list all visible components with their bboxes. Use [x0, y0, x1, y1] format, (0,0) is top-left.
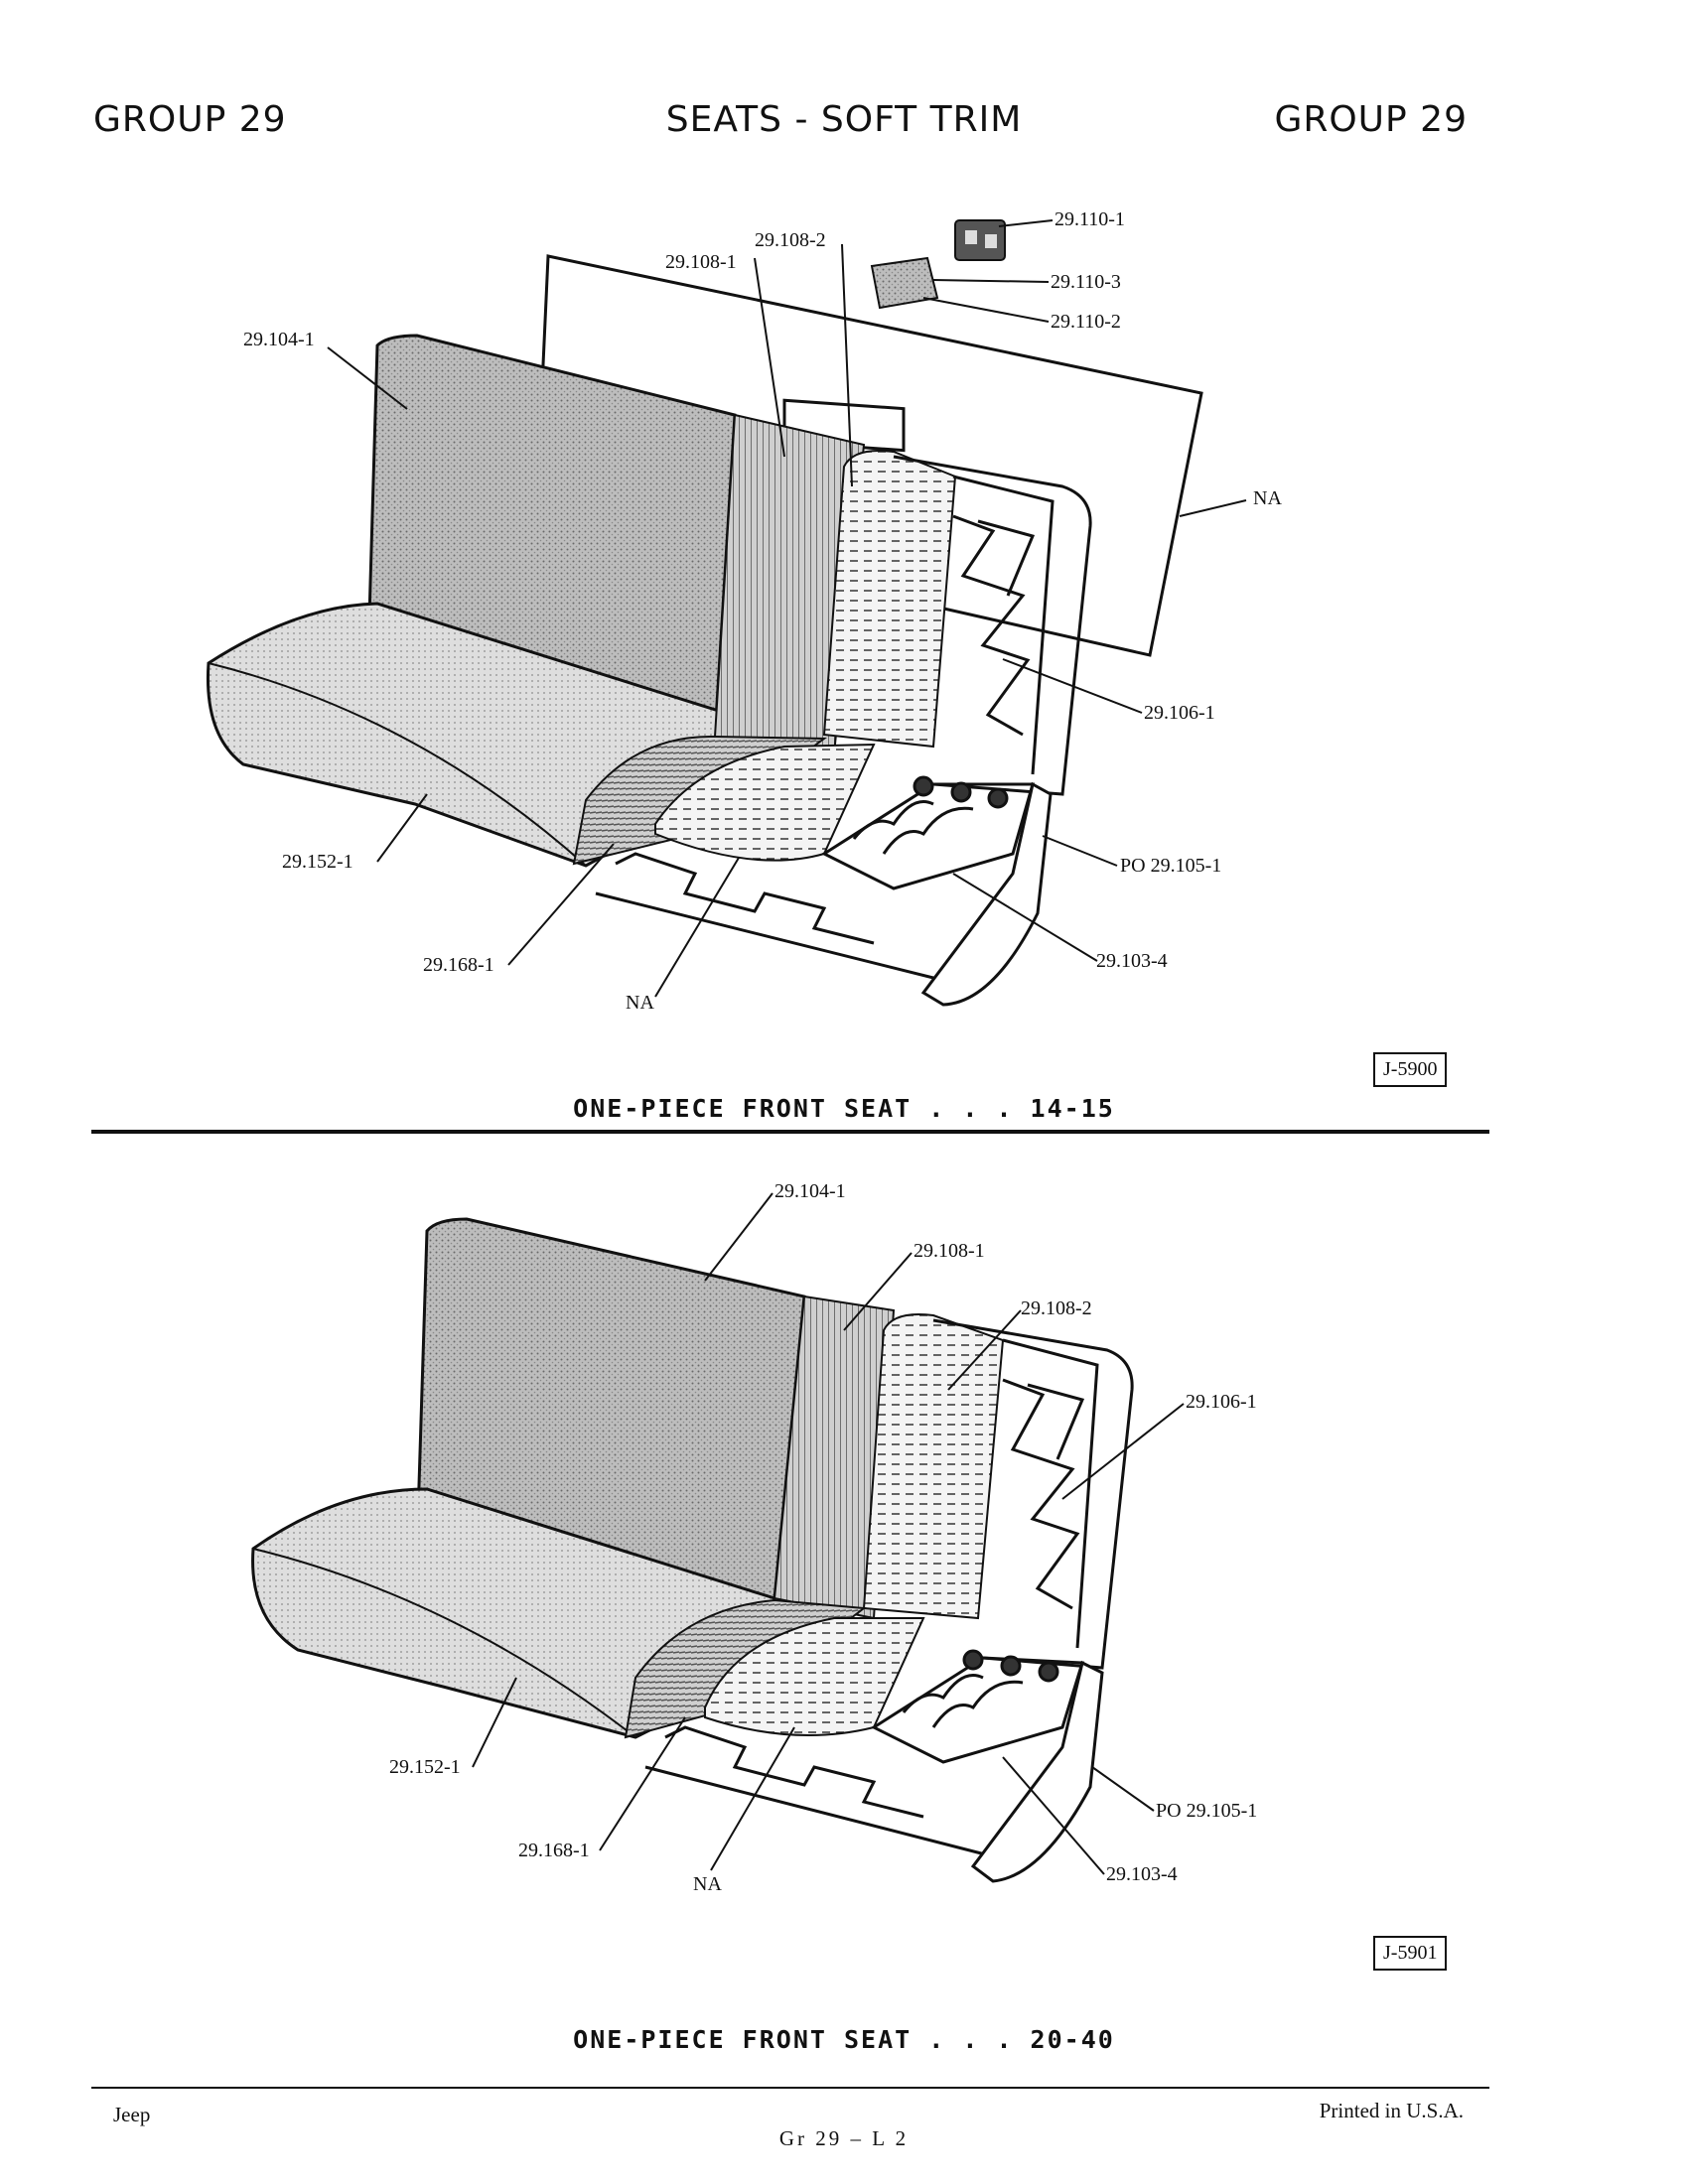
label-29-106-1: 29.106-1: [1144, 702, 1215, 724]
label-29-168-1: 29.168-1: [423, 954, 494, 976]
label-29-105-1: PO 29.105-1: [1120, 855, 1221, 877]
label-29-152-1: 29.152-1: [389, 1756, 461, 1778]
footer-page-ref: Gr 29 – L 2: [778, 2126, 910, 2150]
label-na-panel: NA: [1253, 487, 1282, 509]
label-29-106-1: 29.106-1: [1186, 1391, 1257, 1413]
section-divider: [91, 1130, 1489, 1134]
header-group-left: GROUP 29: [93, 99, 287, 140]
label-29-104-1: 29.104-1: [774, 1180, 846, 1202]
header-group-right: GROUP 29: [1274, 99, 1468, 140]
label-29-105-1: PO 29.105-1: [1156, 1800, 1257, 1822]
figure-number-1: J-5900: [1373, 1052, 1448, 1087]
label-na-bottom: NA: [626, 992, 654, 1014]
footer-brand: Jeep: [113, 2103, 151, 2126]
label-29-110-1: 29.110-1: [1055, 208, 1125, 230]
footer-printed: Printed in U.S.A.: [1319, 2099, 1464, 2122]
label-29-108-1: 29.108-1: [665, 251, 737, 273]
label-29-103-4: 29.103-4: [1096, 950, 1168, 972]
label-29-103-4: 29.103-4: [1106, 1863, 1178, 1885]
seat-cushion-pad: [704, 1617, 925, 1736]
figure-caption-2: ONE-PIECE FRONT SEAT . . . 20-40: [573, 2025, 1115, 2054]
figure-number-2: J-5901: [1373, 1936, 1448, 1971]
seat-riser-105-1: [970, 1660, 1104, 1883]
label-29-104-1: 29.104-1: [243, 329, 315, 350]
clip-part-110-1: [954, 219, 1006, 261]
label-29-108-2: 29.108-2: [755, 229, 826, 251]
label-29-110-2: 29.110-2: [1051, 311, 1121, 333]
label-29-168-1: 29.168-1: [518, 1840, 590, 1861]
seat-riser-105-1: [920, 781, 1053, 1007]
label-29-152-1: 29.152-1: [282, 851, 353, 873]
seat-diagram-2: 29.104-1 29.108-1 29.108-2 29.106-1 29.1…: [251, 1180, 1257, 1895]
seat-diagram-1: 29.110-1 29.108-2 29.108-1 29.110-3 29.1…: [206, 208, 1282, 1014]
label-na-bottom: NA: [693, 1873, 722, 1895]
header-title: SEATS - SOFT TRIM: [665, 99, 1023, 140]
footer-divider: [91, 2087, 1489, 2089]
label-29-108-1: 29.108-1: [914, 1240, 985, 1262]
seat-back-pad-108-2: [822, 450, 957, 749]
leader-lines-2: [472, 1192, 1185, 1875]
figure-caption-1: ONE-PIECE FRONT SEAT . . . 14-15: [573, 1094, 1115, 1123]
leader-lines-1: [327, 219, 1247, 998]
label-29-110-3: 29.110-3: [1051, 271, 1121, 293]
label-29-108-2: 29.108-2: [1021, 1297, 1092, 1319]
seat-back-frame-106-1: [932, 1318, 1134, 1670]
clip-part-110-2: [870, 256, 939, 310]
seat-back-pad-108-2: [862, 1313, 1005, 1620]
seat-back-frame-106-1: [893, 455, 1092, 796]
